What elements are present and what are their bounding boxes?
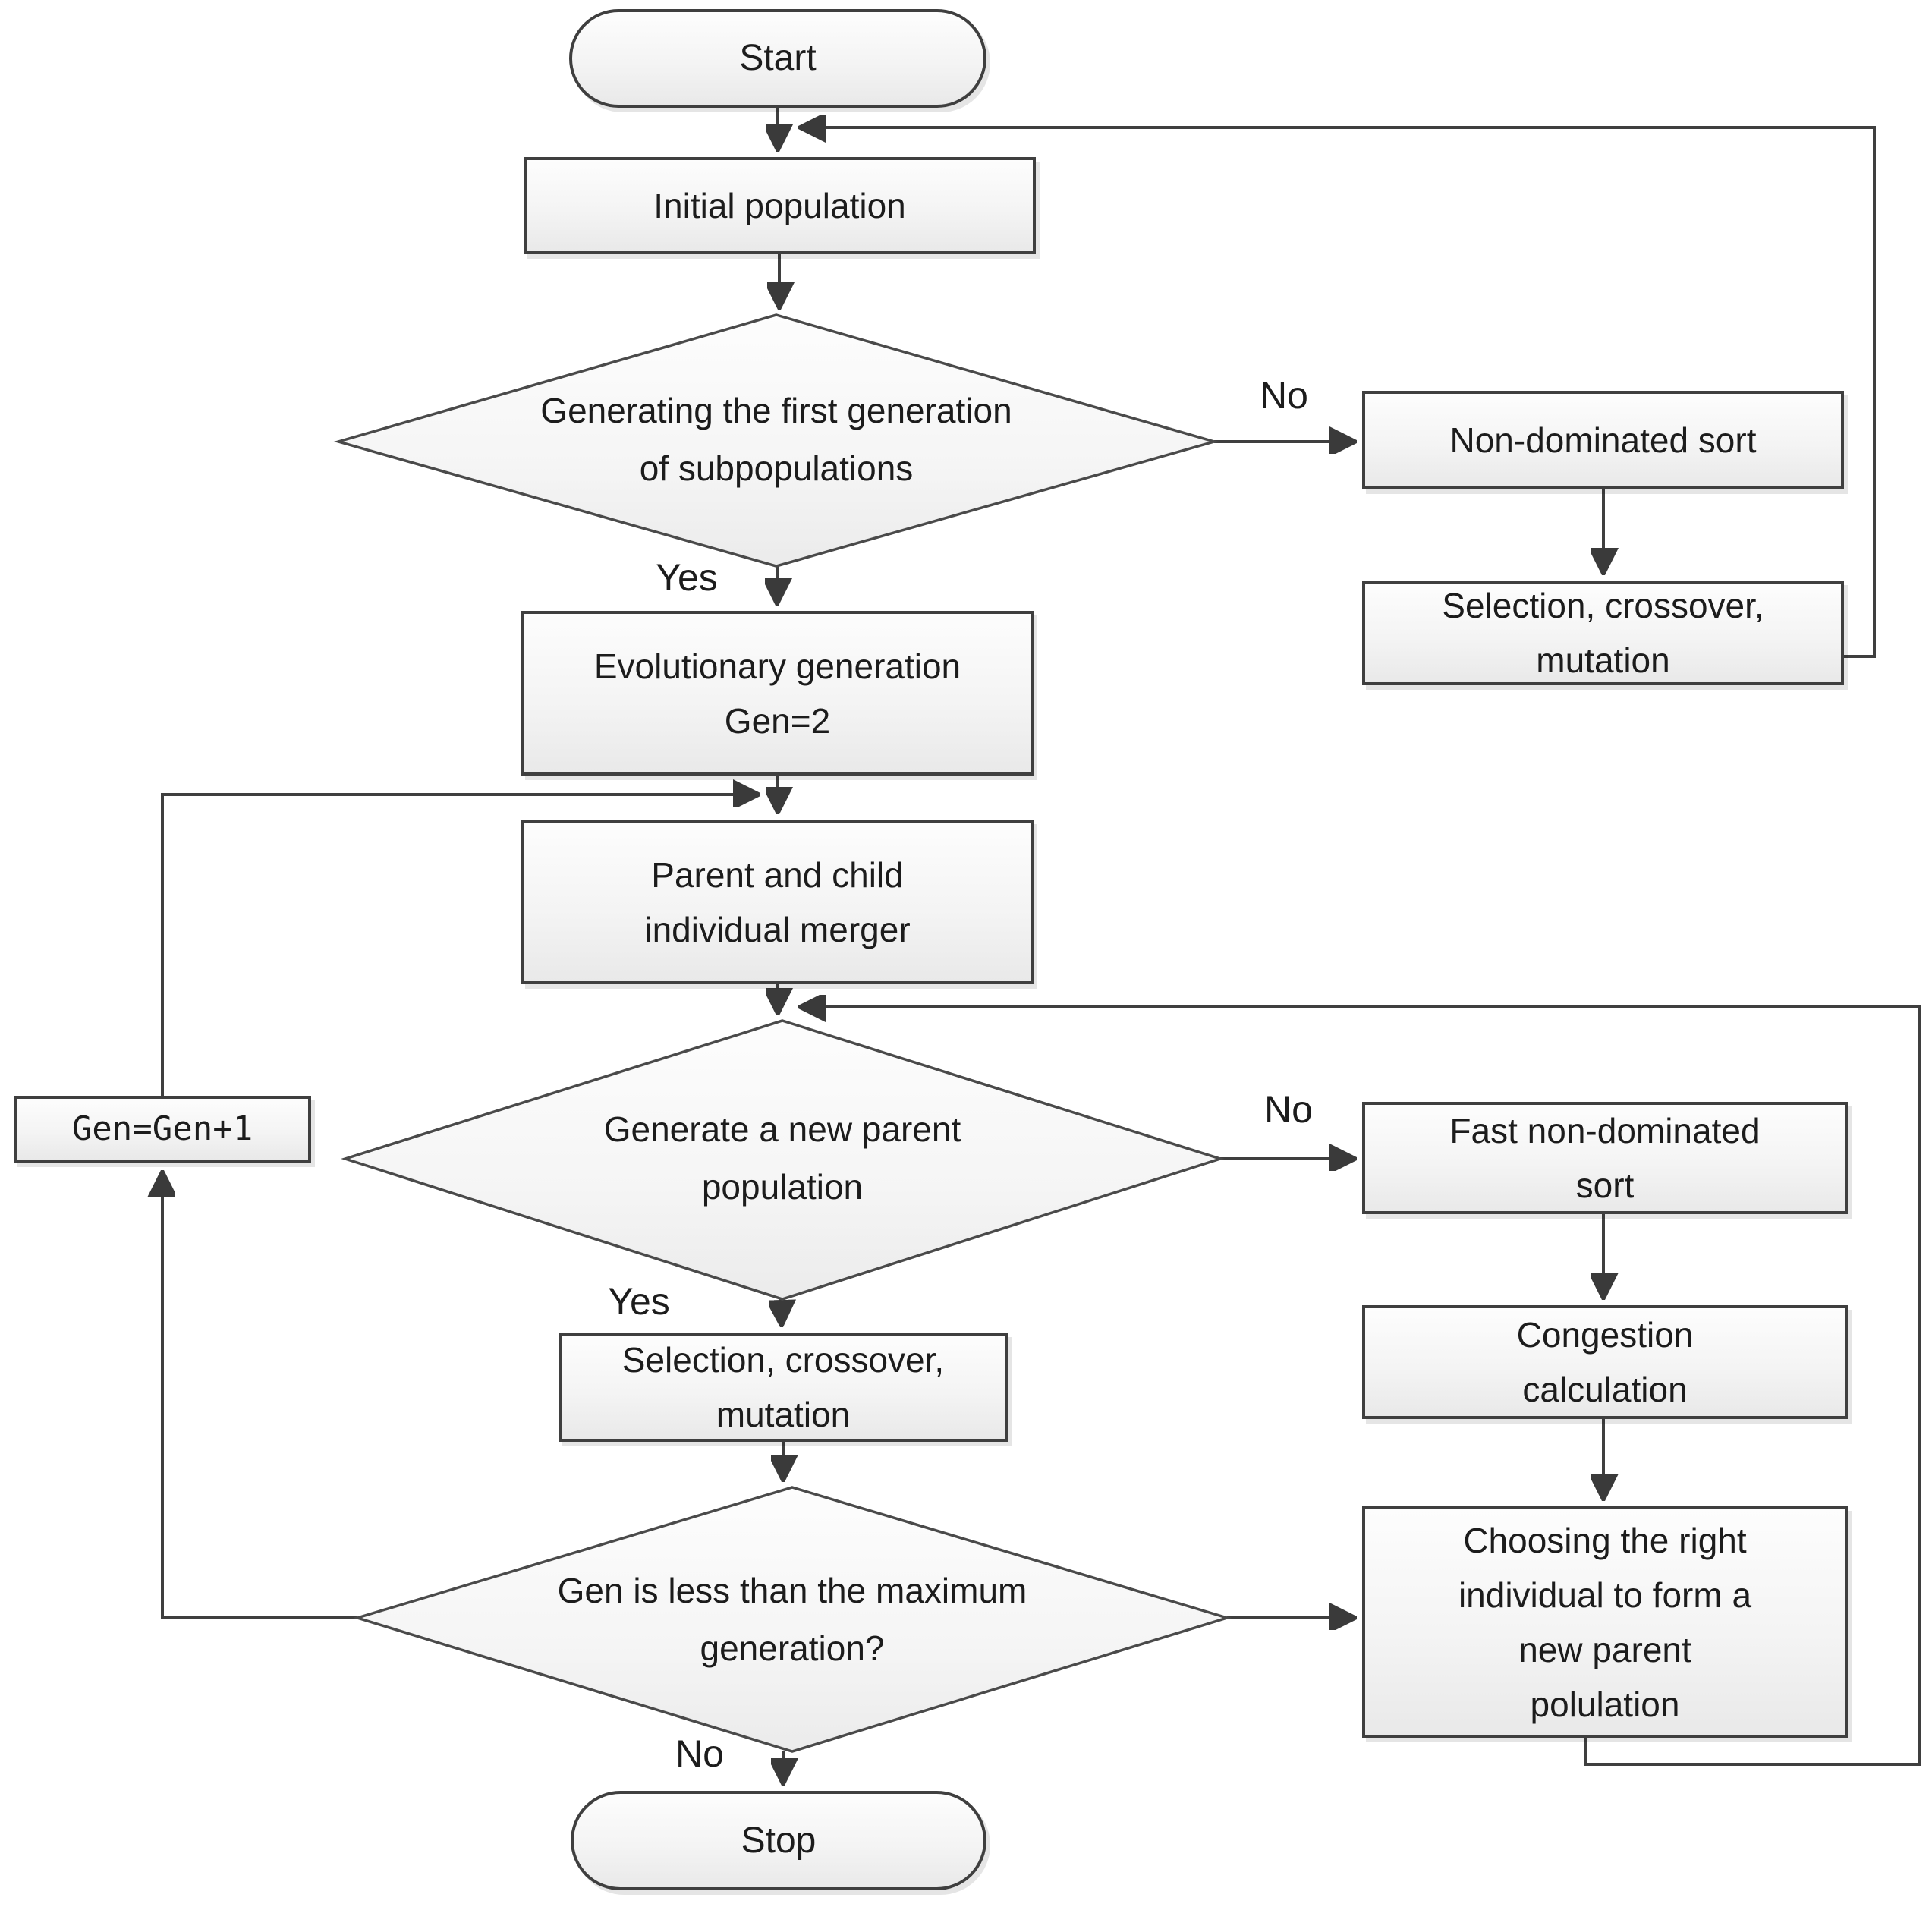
selection-mid-line1: Selection, crossover, [621,1340,945,1380]
congestion-calculation-node: Congestion calculation [1362,1305,1848,1419]
decision3-line1: Gen is less than the maximum [557,1571,1027,1610]
decision-new-parent-shape [341,1019,1225,1301]
evolutionary-generation-line1: Evolutionary generation [593,646,961,686]
no-label-decision3: No [675,1732,724,1775]
selection-top-line1: Selection, crossover, [1442,586,1764,625]
stop-node: Stop [571,1791,986,1890]
decision-new-parent-text: Generate a new parent population [441,1100,1124,1216]
fast-non-dominated-sort-node: Fast non-dominated sort [1362,1102,1848,1214]
feedback-choosing-loop [798,1007,1921,1766]
decision1-line2: of subpopulations [639,448,914,488]
decision-first-generation-text: Generating the first generation of subpo… [435,382,1118,497]
fast-nds-line1: Fast non-dominated [1449,1111,1761,1150]
fast-nds-line2: sort [1575,1166,1635,1205]
no-label-decision1: No [1260,374,1308,417]
parent-child-merger-line2: individual merger [644,909,911,949]
parent-child-merger-line1: Parent and child [651,854,904,895]
start-label: Start [739,38,817,78]
start-node: Start [569,9,986,108]
evolutionary-generation-node: Evolutionary generation Gen=2 [521,611,1034,776]
initial-population-label: Initial population [653,186,906,225]
feedback-selection-top-loop [798,127,1876,658]
arrow-decision2-yes-to-selection-mid [781,1298,782,1327]
stop-label: Stop [741,1820,817,1861]
decision-max-generation-shape [352,1486,1232,1753]
congestion-line1: Congestion [1516,1315,1694,1355]
decision-first-generation-shape [333,313,1219,568]
selection-crossover-mutation-mid-node: Selection, crossover, mutation [559,1333,1008,1442]
congestion-line2: calculation [1522,1370,1688,1409]
choosing-line2: individual to form a [1458,1575,1752,1615]
choosing-line4: polulation [1530,1684,1680,1724]
decision1-line1: Generating the first generation [540,391,1012,430]
yes-label-decision1: Yes [656,556,718,599]
decision-max-generation-text: Gen is less than the maximum generation? [428,1562,1156,1677]
gen-increment-node: Gen=Gen+1 [14,1096,311,1163]
gen-increment-label: Gen=Gen+1 [71,1109,253,1148]
gen-increment-out-line [161,795,760,1096]
choosing-line3: new parent [1518,1629,1691,1669]
no-label-decision2: No [1264,1088,1313,1131]
decision3-line2: generation? [700,1628,885,1668]
parent-child-merger-node: Parent and child individual merger [521,820,1034,984]
non-dominated-sort-node: Non-dominated sort [1362,391,1844,489]
initial-population-node: Initial population [524,157,1036,254]
choosing-line1: Choosing the right [1463,1520,1747,1560]
evolutionary-generation-line2: Gen=2 [724,700,831,741]
selection-mid-line2: mutation [716,1395,851,1434]
selection-crossover-mutation-top-node: Selection, crossover, mutation [1362,581,1844,685]
selection-top-line2: mutation [1536,640,1670,680]
yes-label-decision2: Yes [608,1280,670,1323]
decision2-line1: Generate a new parent [603,1109,961,1149]
decision3-left-loop-to-gen-increment [162,1170,357,1619]
decision2-line2: population [701,1167,864,1207]
choosing-individual-node: Choosing the right individual to form a … [1362,1506,1848,1738]
non-dominated-sort-label: Non-dominated sort [1449,420,1757,460]
